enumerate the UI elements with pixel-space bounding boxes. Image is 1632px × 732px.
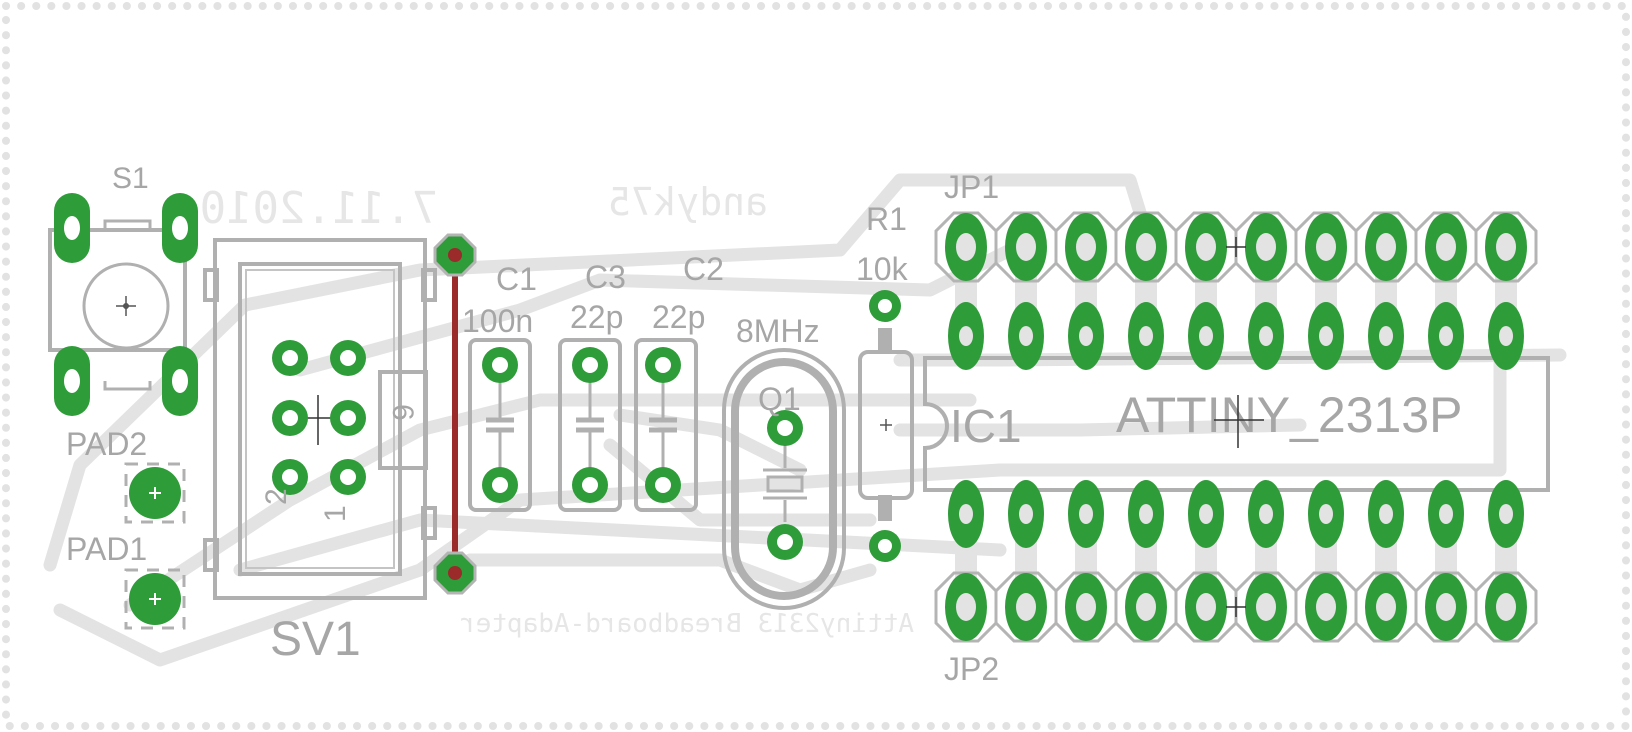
c1-label: C1 bbox=[496, 261, 537, 297]
q1-value: 8MHz bbox=[736, 313, 820, 349]
c3-label: C3 bbox=[585, 259, 626, 295]
ic1-bottom-drill bbox=[1499, 504, 1513, 524]
ic1-top-drill bbox=[1019, 326, 1033, 346]
ic-ic1: IC1 ATTINY_2313P bbox=[923, 356, 1550, 492]
jp1-drill bbox=[956, 233, 976, 261]
capacitor-c2: C2 22p bbox=[634, 251, 724, 512]
jp2-drill bbox=[1436, 593, 1456, 621]
pad1-label: PAD1 bbox=[66, 531, 147, 567]
ic1-top-drill bbox=[1499, 326, 1513, 346]
ic1-bottom-drill bbox=[1079, 504, 1093, 524]
c1-value: 100n bbox=[462, 303, 533, 339]
jp1-drill bbox=[1376, 233, 1396, 261]
ic1-bottom-drill bbox=[1139, 504, 1153, 524]
resistor-r1: R1 10k bbox=[856, 201, 914, 562]
author-text: andyk75 bbox=[608, 180, 768, 224]
ic1-top-drill bbox=[1079, 326, 1093, 346]
ic1-bottom-drill bbox=[1019, 504, 1033, 524]
connector-sv1: 6 2 1 SV1 bbox=[203, 238, 437, 666]
jp2-drill bbox=[1076, 593, 1096, 621]
jp2-drill bbox=[1196, 593, 1216, 621]
ic1-bottom-drill bbox=[1259, 504, 1273, 524]
r1-label: R1 bbox=[866, 201, 907, 237]
ic1-top-drill bbox=[1139, 326, 1153, 346]
c2-label: C2 bbox=[683, 251, 724, 287]
ic1-bottom-drill bbox=[1319, 504, 1333, 524]
jp-origin-marks bbox=[1226, 237, 1246, 617]
jp2-drill bbox=[1136, 593, 1156, 621]
jp2-drill bbox=[1016, 593, 1036, 621]
ic1-top-drill bbox=[1199, 326, 1213, 346]
jp2-label: JP2 bbox=[944, 651, 999, 687]
sv1-pin-2-label: 2 bbox=[260, 488, 293, 505]
pad1: PAD1 bbox=[66, 531, 186, 630]
ic1-top-drill bbox=[1379, 326, 1393, 346]
capacitor-c1: C1 100n bbox=[462, 261, 537, 512]
jp1-label: JP1 bbox=[944, 169, 999, 205]
ic1-top-drill bbox=[1439, 326, 1453, 346]
ic1-top-drill bbox=[1259, 326, 1273, 346]
sv1-pin-6-label: 6 bbox=[386, 404, 419, 421]
jp1-drill bbox=[1436, 233, 1456, 261]
ic1-bottom-drill bbox=[1439, 504, 1453, 524]
jp1-drill bbox=[1016, 233, 1036, 261]
c2-value: 22p bbox=[652, 299, 705, 335]
jp1-drill bbox=[1496, 233, 1516, 261]
top-jumper-trace bbox=[433, 233, 477, 595]
s1-label: S1 bbox=[112, 162, 149, 195]
jp1-drill bbox=[1256, 233, 1276, 261]
r1-value: 10k bbox=[856, 251, 909, 287]
board-title-text: Attiny2313 Breadboard-Adapter bbox=[460, 609, 914, 639]
switch-s1: S1 bbox=[48, 162, 198, 416]
jp2-drill bbox=[1316, 593, 1336, 621]
capacitor-c3: C3 22p bbox=[558, 259, 626, 512]
jp2-drill bbox=[956, 593, 976, 621]
jp1-drill bbox=[1316, 233, 1336, 261]
ic1-top-drill bbox=[1319, 326, 1333, 346]
q1-label: Q1 bbox=[758, 381, 801, 417]
header-pad-rows bbox=[934, 211, 1538, 643]
ic1-label: IC1 bbox=[950, 400, 1022, 452]
ic1-bottom-drill bbox=[1379, 504, 1393, 524]
ic1-value: ATTINY_2313P bbox=[1116, 387, 1462, 443]
jp2-drill bbox=[1376, 593, 1396, 621]
ic1-top-drill bbox=[959, 326, 973, 346]
jp1-drill bbox=[1136, 233, 1156, 261]
sv1-label: SV1 bbox=[270, 613, 361, 666]
jp1-drill bbox=[1076, 233, 1096, 261]
jp2-drill bbox=[1496, 593, 1516, 621]
date-text: 7.11.2010 bbox=[200, 183, 438, 234]
jp2-drill bbox=[1256, 593, 1276, 621]
pad2: PAD2 bbox=[66, 426, 186, 524]
crystal-q1: Q1 8MHz bbox=[722, 313, 846, 610]
c3-value: 22p bbox=[570, 299, 623, 335]
ic1-bottom-drill bbox=[1199, 504, 1213, 524]
sv1-pin-1-label: 1 bbox=[319, 505, 352, 522]
ic1-bottom-drill bbox=[959, 504, 973, 524]
pad2-label: PAD2 bbox=[66, 426, 147, 462]
jp1-drill bbox=[1196, 233, 1216, 261]
